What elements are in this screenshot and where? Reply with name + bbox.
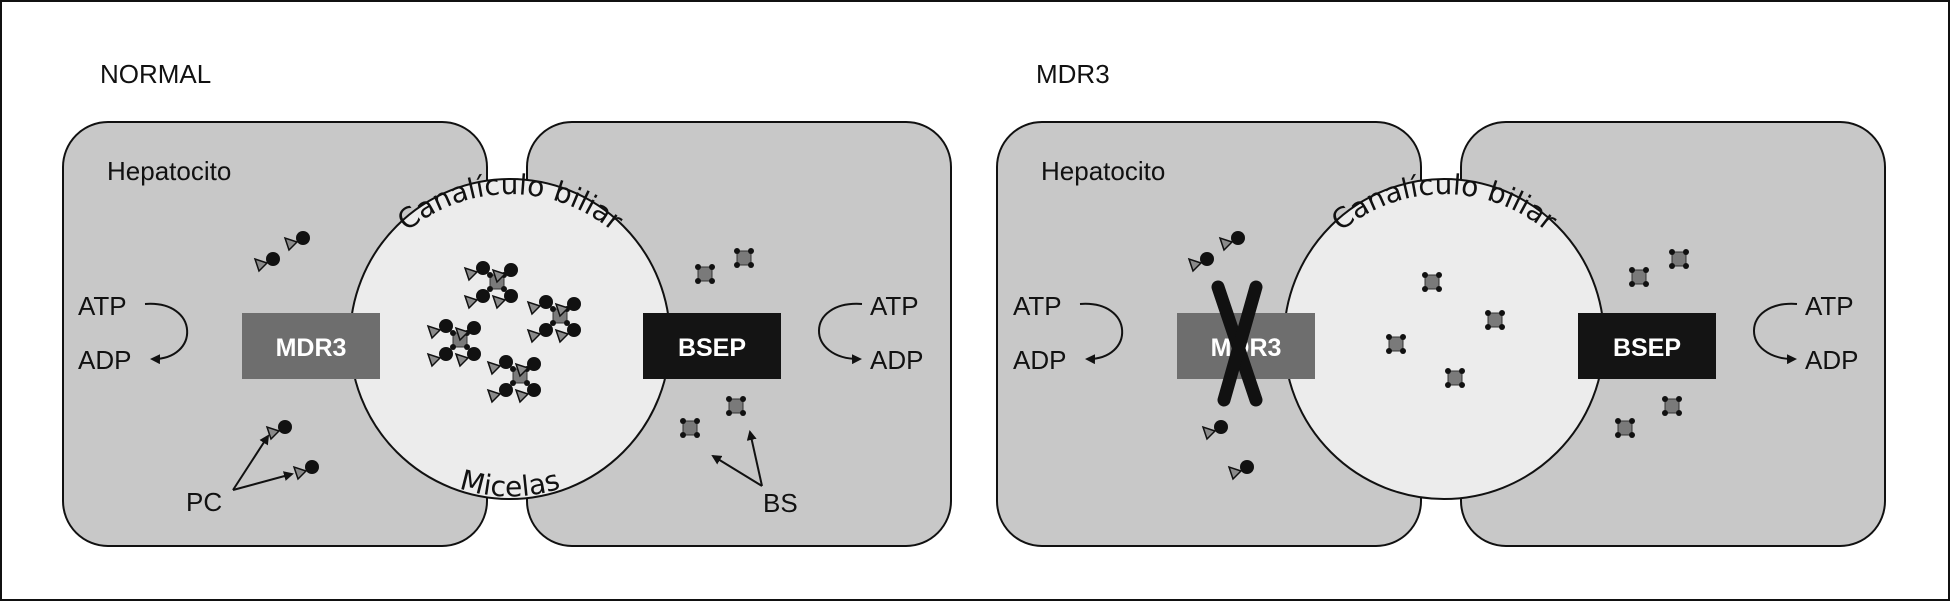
bs-molecule	[725, 395, 747, 417]
bsep-transporter	[643, 313, 781, 379]
left-adp-label: ADP	[78, 345, 131, 375]
bsep-label: BSEP	[678, 334, 746, 362]
right-atp-label: ATP	[1805, 291, 1854, 321]
left-atp-label: ATP	[78, 291, 127, 321]
hepatocyte-label: Hepatocito	[107, 156, 231, 186]
bs-molecule	[1614, 417, 1636, 439]
bs-molecule	[679, 417, 701, 439]
bs-molecule	[1668, 248, 1690, 270]
bile-canaliculus	[349, 178, 671, 500]
pc-arrow	[232, 434, 270, 491]
bs-molecule	[1484, 309, 1506, 331]
mdr3-label: MDR3	[276, 334, 347, 362]
bs-molecule	[1421, 271, 1443, 293]
right-atp-cycle-arrow	[818, 302, 863, 365]
left-atp-cycle-arrow	[144, 302, 189, 365]
panel-normal: NORMAL Hepatocito Canalículo biliar Mice…	[62, 59, 952, 547]
bs-arrow	[746, 430, 763, 487]
bs-molecule	[1385, 333, 1407, 355]
bs-label: BS	[763, 488, 798, 518]
left-atp-cycle-arrow	[1079, 302, 1124, 365]
left-atp-label: ATP	[1013, 291, 1062, 321]
bs-molecule	[733, 247, 755, 269]
bs-molecule	[1661, 395, 1683, 417]
left-adp-label: ADP	[1013, 345, 1066, 375]
cross-mark	[1217, 280, 1263, 407]
mdr3-transporter	[242, 313, 380, 379]
bsep-transporter	[1578, 313, 1716, 379]
hepatocyte-label: Hepatocito	[1041, 156, 1165, 186]
bsep-label: BSEP	[1613, 334, 1681, 362]
panel-title: MDR3	[1036, 59, 1110, 89]
right-adp-label: ADP	[1805, 345, 1858, 375]
right-atp-label: ATP	[870, 291, 919, 321]
bs-arrow	[711, 454, 763, 487]
right-atp-cycle-arrow	[1753, 302, 1798, 365]
bs-molecule	[694, 263, 716, 285]
bs-molecule	[1444, 367, 1466, 389]
panel-mdr3-deficiency: MDR3 Hepatocito Canalículo biliar MDR3 B…	[996, 59, 1886, 547]
bile-canaliculus	[1283, 178, 1605, 500]
pc-label: PC	[186, 487, 222, 517]
panel-title: NORMAL	[100, 59, 211, 89]
bs-molecule	[1628, 266, 1650, 288]
pc-arrow	[232, 471, 294, 491]
right-adp-label: ADP	[870, 345, 923, 375]
